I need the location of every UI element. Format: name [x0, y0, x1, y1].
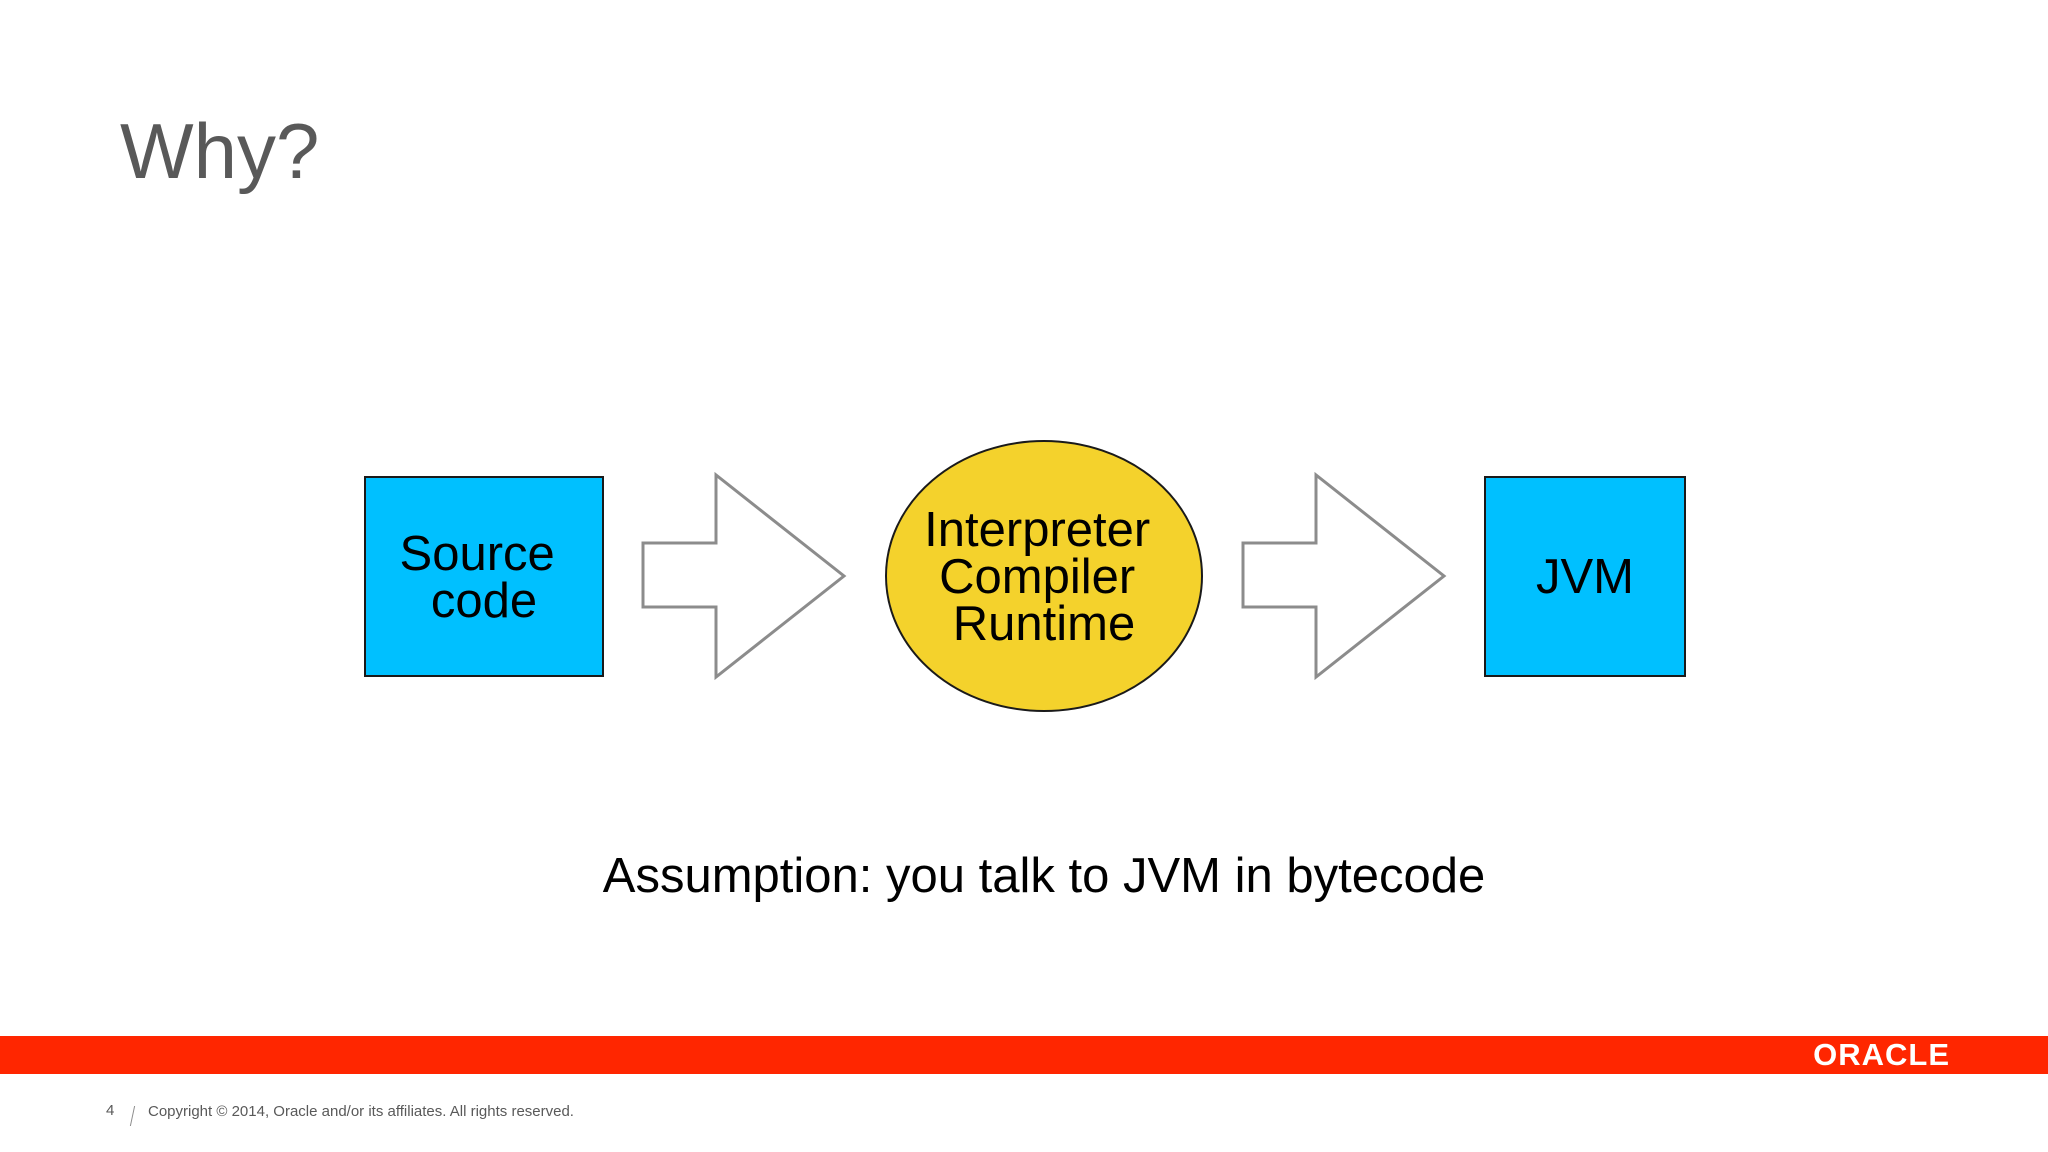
- page-number: 4: [106, 1102, 115, 1119]
- footer-bar: [0, 1036, 2048, 1074]
- copyright-notice: Copyright © 2014, Oracle and/or its affi…: [148, 1103, 574, 1120]
- assumption-text: Assumption: you talk to JVM in bytecode: [602, 849, 1486, 903]
- jvm-node: JVM: [1484, 476, 1686, 677]
- svg-text:Interpreter Compiler: Interpreter Compiler Runtime: [924, 503, 1164, 651]
- svg-text:JVM: JVM: [1536, 550, 1634, 604]
- slide-title: Why?: [120, 107, 320, 195]
- vm-components-ellipse: [885, 440, 1203, 712]
- vm-label-runtime: Runtime: [953, 597, 1135, 651]
- arrow-source-to-vm: [641, 471, 847, 681]
- source-code-label-line-2: code: [431, 574, 537, 628]
- source-code-box: [364, 476, 604, 677]
- source-code-label-line-1: Source: [400, 527, 555, 581]
- oracle-logo: ORACLE: [1813, 1037, 1950, 1072]
- jvm-box: [1484, 476, 1686, 677]
- source-code-node: Source code: [364, 476, 604, 677]
- vm-label-compiler: Compiler: [939, 550, 1135, 604]
- jvm-label: JVM: [1536, 550, 1634, 604]
- arrow-vm-to-jvm: [1241, 471, 1447, 681]
- vm-components-node: Interpreter Compiler Runtime: [885, 440, 1203, 712]
- vm-label-interpreter: Interpreter: [924, 503, 1150, 557]
- svg-text:Source code: Source code: [400, 527, 569, 628]
